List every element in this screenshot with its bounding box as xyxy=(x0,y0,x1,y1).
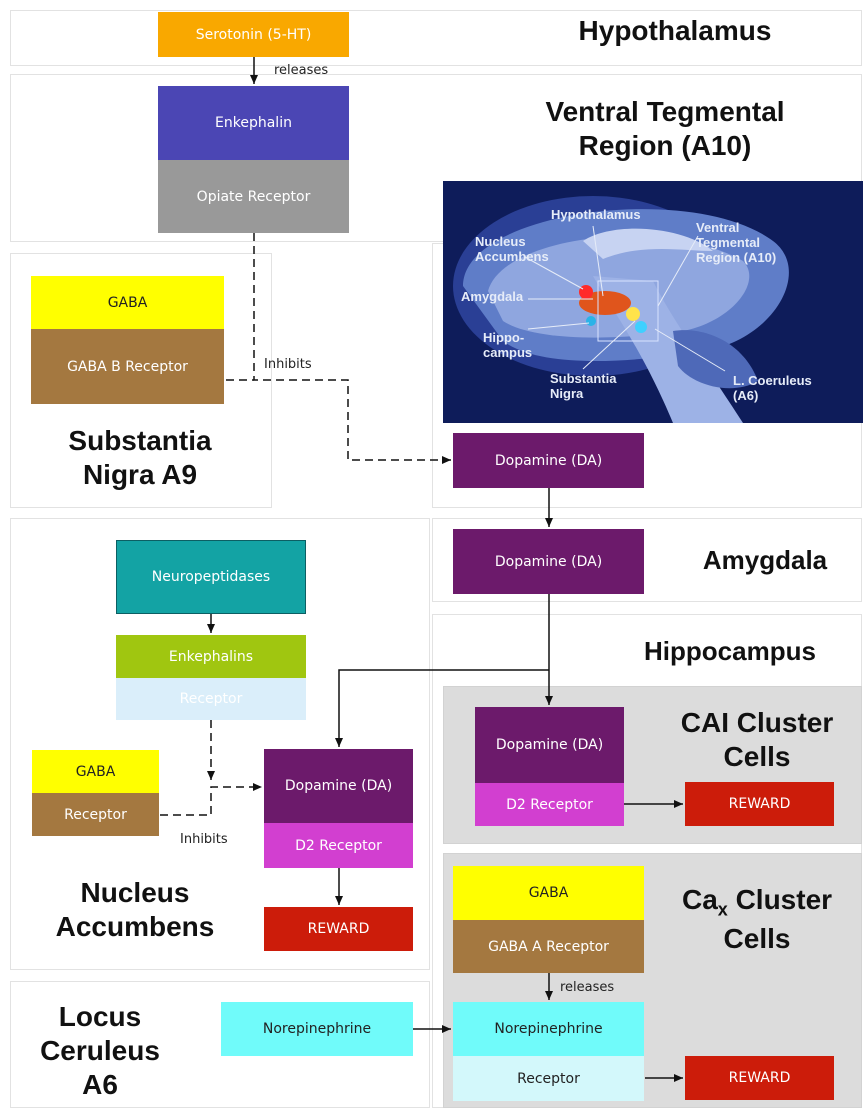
dashed-gaba-receptor-to-dopamine xyxy=(160,783,262,816)
region-title-nucleus-accumbens: Nucleus Accumbens xyxy=(30,876,240,944)
reward-cax-box: REWARD xyxy=(685,1056,834,1100)
region-title-substantia-nigra: Substantia Nigra A9 xyxy=(20,424,260,492)
region-title-hippocampus: Hippocampus xyxy=(644,636,816,666)
receptor-gaba-nac-box: Receptor xyxy=(32,793,159,836)
region-title-locus-line1: Locus xyxy=(58,1001,142,1032)
region-title-cai-cluster: CAI Cluster Cells xyxy=(652,706,862,774)
region-title-cai-line1: CAI Cluster xyxy=(680,707,834,738)
gaba-cax-box: GABA xyxy=(453,866,644,920)
dopamine-amygdala-box: Dopamine (DA) xyxy=(453,529,644,594)
enkephalin-box: Enkephalin xyxy=(158,86,349,160)
brain-label-hypothalamus: Hypothalamus xyxy=(551,207,641,222)
region-title-vta-line1: Ventral Tegmental xyxy=(545,96,785,127)
reward-cai-box: REWARD xyxy=(685,782,834,826)
region-title-nucleus-line2: Accumbens xyxy=(55,911,215,943)
edge-label-inhibits-top: Inhibits xyxy=(264,357,312,372)
dashed-opiate-to-dopamine xyxy=(253,233,451,464)
brain-drawing xyxy=(453,196,789,423)
gaba-a-receptor-box: GABA A Receptor xyxy=(453,920,644,973)
region-title-substantia-line2: Nigra A9 xyxy=(82,459,198,491)
norepinephrine-lc-box: Norepinephrine xyxy=(221,1002,413,1056)
region-title-amygdala: Amygdala xyxy=(702,545,828,575)
edge-label-inhibits-nac: Inhibits xyxy=(180,832,228,847)
gaba-b-receptor-box: GABA B Receptor xyxy=(31,329,224,404)
region-title-substantia-line1: Substantia xyxy=(68,425,212,456)
hypothalamus-panel xyxy=(10,10,862,66)
region-title-locus-line2: Ceruleus xyxy=(40,1035,160,1067)
brain-label-hippocampus: Hippo-campus xyxy=(483,330,533,360)
receptor-cax-box: Receptor xyxy=(453,1056,644,1101)
edge-label-releases-cax: releases xyxy=(560,980,615,995)
brain-label-locus-coeruleus: L. Coeruleus(A6) xyxy=(733,373,812,403)
dopamine-nac-box: Dopamine (DA) xyxy=(264,749,413,823)
dopamine-cai-box: Dopamine (DA) xyxy=(475,707,624,783)
region-title-nucleus-line1: Nucleus xyxy=(80,877,190,908)
norepinephrine-cax-box: Norepinephrine xyxy=(453,1002,644,1056)
region-title-cax-line2: Cells xyxy=(723,922,791,954)
neuropeptidases-box: Neuropeptidases xyxy=(116,540,306,614)
region-title-cax-cluster: Cax Cluster Cells xyxy=(652,883,862,956)
gaba-sn-box: GABA xyxy=(31,276,224,329)
region-title-vta-line2: Region (A10) xyxy=(578,130,752,162)
region-title-cai-line2: Cells xyxy=(723,741,791,773)
region-title-cax-line1: Cax Cluster xyxy=(681,884,833,920)
dopamine-vta-box: Dopamine (DA) xyxy=(453,433,644,488)
region-title-locus-ceruleus: Locus Ceruleus A6 xyxy=(20,1000,180,1102)
region-title-locus-line3: A6 xyxy=(82,1069,118,1101)
receptor-nac-box: Receptor xyxy=(116,678,306,720)
arrow-to-dopamine-nac xyxy=(335,669,549,747)
d2-receptor-cai-box: D2 Receptor xyxy=(475,783,624,826)
edge-label-releases-top: releases xyxy=(274,63,329,78)
region-title-vta: Ventral Tegmental Region (A10) xyxy=(500,95,830,163)
reward-nac-box: REWARD xyxy=(264,907,413,951)
serotonin-box: Serotonin (5-HT) xyxy=(158,12,349,57)
gaba-nac-box: GABA xyxy=(32,750,159,793)
d2-receptor-nac-box: D2 Receptor xyxy=(264,823,413,868)
enkephalins-box: Enkephalins xyxy=(116,635,306,678)
region-title-hypothalamus: Hypothalamus xyxy=(578,15,772,46)
brain-label-amygdala: Amygdala xyxy=(461,289,524,304)
opiate-receptor-box: Opiate Receptor xyxy=(158,160,349,233)
